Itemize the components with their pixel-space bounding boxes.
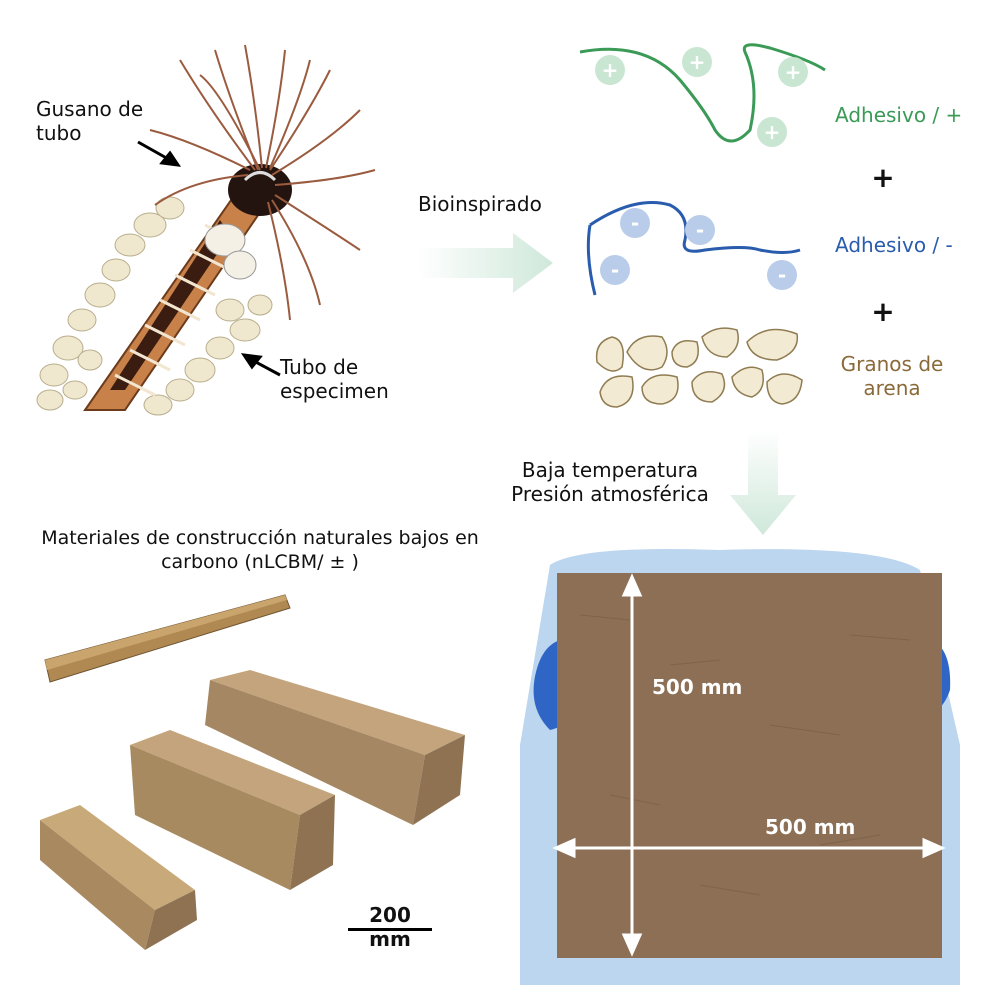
sand-grains-illustration [595, 327, 803, 408]
negative-charge-1: - [630, 211, 640, 235]
negative-charge-4: - [777, 263, 787, 287]
dimension-vertical-label: 500 mm [652, 675, 743, 699]
pointer-arrows [137, 140, 281, 377]
bricks-illustration [40, 594, 465, 950]
label-atmospheric-pressure: Presión atmosférica [511, 482, 709, 506]
positive-charge-4: + [763, 120, 781, 144]
label-low-temperature: Baja temperatura [521, 458, 699, 482]
panel-texture [579, 614, 911, 896]
tube-sand-grains [36, 196, 273, 416]
negative-charge-3: - [610, 258, 620, 282]
person-holding-panel [520, 549, 960, 985]
brick-large [205, 670, 465, 825]
materials-title: Materiales de construcción naturales baj… [41, 527, 479, 573]
positive-charge-1: + [601, 58, 619, 82]
positive-charge-2: + [688, 50, 706, 74]
label-adhesive-positive: Adhesivo / + [835, 103, 963, 127]
brick-small [40, 805, 197, 950]
brick-bar [44, 594, 291, 683]
brick-medium [130, 730, 335, 890]
plus-sign-1: + [871, 161, 895, 194]
label-adhesive-negative: Adhesivo / - [835, 233, 953, 257]
label-specimen-tube: Tubo de especimen [280, 355, 389, 403]
adhesive-negative-diagram [586, 201, 801, 296]
scale-bar-line [348, 928, 432, 931]
adhesive-positive-diagram [579, 43, 826, 147]
worm-tentacles [149, 44, 376, 321]
earth-panel [557, 573, 942, 958]
negative-charges [600, 208, 797, 290]
label-sand-grains: Granos de arena [840, 352, 944, 400]
worm-head [228, 164, 292, 216]
negative-charge-2: - [695, 218, 705, 242]
label-tube-worm: Gusano de tubo [36, 97, 144, 145]
scale-bar-label: 200 mm [369, 903, 411, 951]
plus-sign-2: + [871, 295, 895, 328]
dimension-arrows [552, 573, 946, 957]
negative-chain [589, 201, 801, 254]
conditions-arrow [730, 430, 796, 535]
tube-worm-illustration [36, 44, 376, 416]
positive-charge-3: + [784, 60, 802, 84]
positive-chain [579, 43, 826, 143]
bioinspired-arrow [418, 233, 553, 293]
positive-charges [595, 47, 808, 147]
dimension-horizontal-label: 500 mm [765, 815, 856, 839]
label-bioinspired: Bioinspirado [418, 192, 542, 216]
